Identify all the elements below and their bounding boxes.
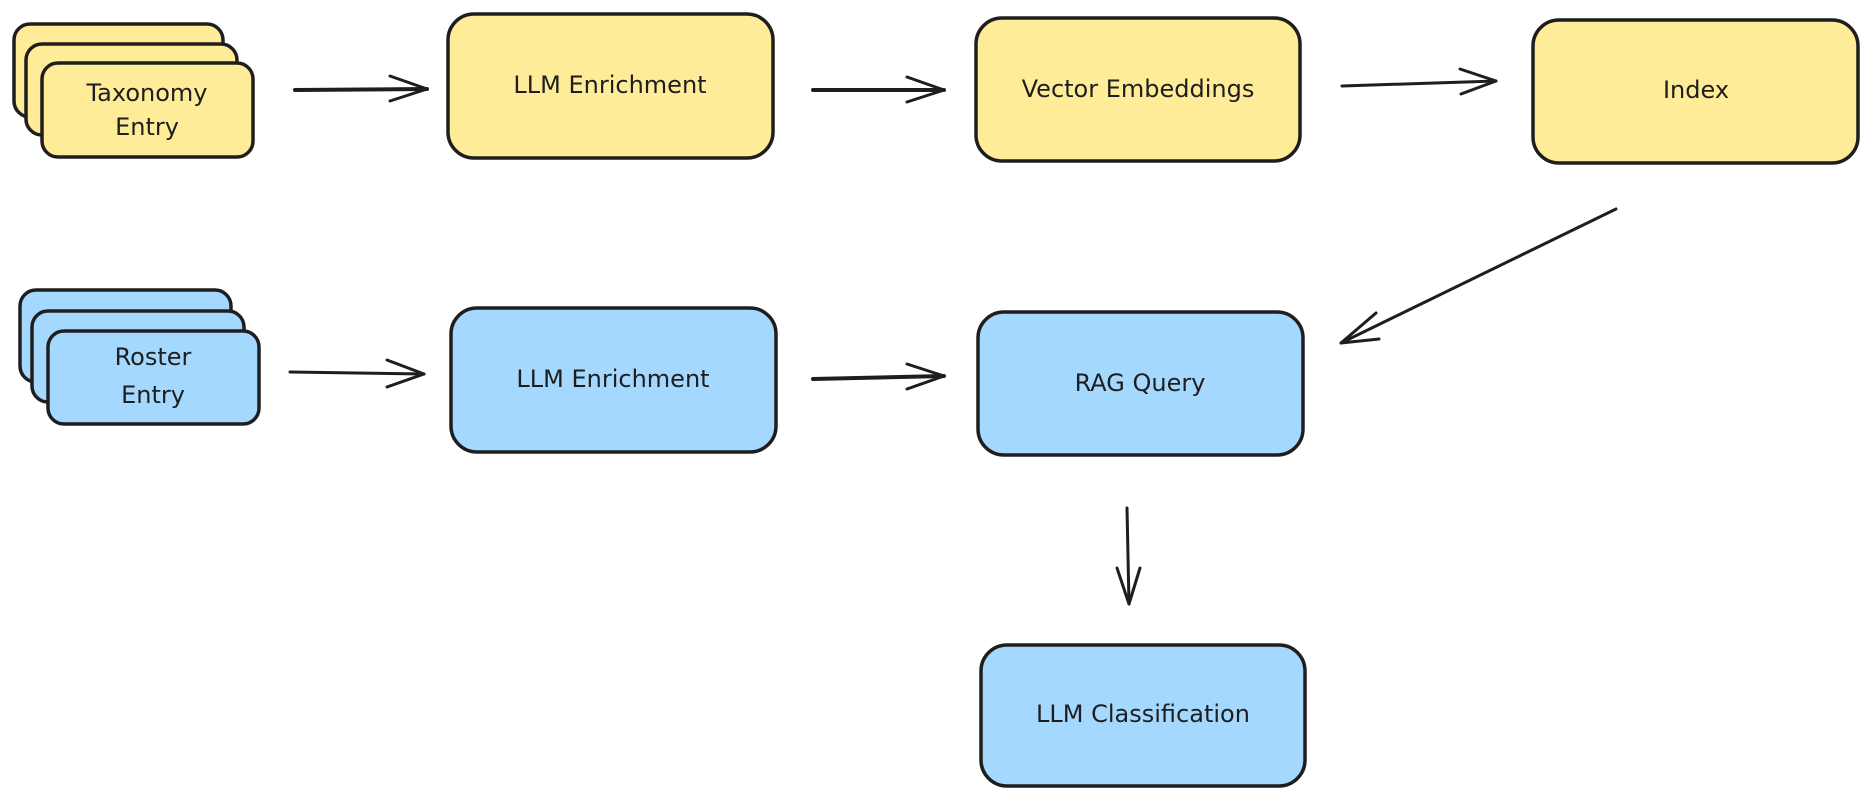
arrow-roster-to-enrichment (288, 358, 426, 389)
llm-enrichment-bottom-box (449, 306, 778, 454)
llm-enrichment-bottom-label: LLM Enrichment (516, 365, 709, 393)
taxonomy-card-front (40, 61, 255, 159)
arrow-enrichment-to-vector (811, 75, 946, 104)
rag-query-label: RAG Query (1075, 369, 1206, 397)
arrow-taxonomy-to-enrichment (293, 74, 429, 103)
arrow-vector-to-index (1340, 67, 1498, 96)
vector-embeddings-node: Vector Embeddings (974, 16, 1302, 163)
index-label: Index (1663, 76, 1729, 104)
arrow-rag-query-to-classification (1115, 506, 1142, 606)
llm-enrichment-bottom-node: LLM Enrichment (449, 306, 778, 454)
roster-entry-stack: Roster Entry (18, 288, 261, 426)
llm-enrichment-top-node: LLM Enrichment (446, 12, 775, 160)
roster-entry-label-line2: Entry (121, 381, 185, 409)
rag-query-box (976, 310, 1305, 457)
index-node: Index (1531, 18, 1860, 165)
llm-enrichment-top-label: LLM Enrichment (513, 71, 706, 99)
llm-classification-label: LLM Classification (1036, 700, 1250, 728)
arrow-enrichment-to-rag-query (811, 362, 946, 391)
llm-enrichment-top-box (446, 12, 775, 160)
taxonomy-entry-label-line2: Entry (115, 113, 179, 141)
vector-embeddings-box (974, 16, 1302, 163)
taxonomy-entry-label-line1: Taxonomy (85, 79, 207, 107)
vector-embeddings-label: Vector Embeddings (1022, 75, 1255, 103)
llm-classification-box (979, 643, 1307, 788)
index-box (1531, 18, 1860, 165)
roster-card-front (46, 329, 261, 426)
arrow-index-to-rag-query (1339, 207, 1618, 345)
roster-entry-label-line1: Roster (115, 343, 192, 371)
rag-query-node: RAG Query (976, 310, 1305, 457)
taxonomy-entry-stack: Taxonomy Entry (12, 22, 255, 159)
llm-classification-node: LLM Classification (979, 643, 1307, 788)
